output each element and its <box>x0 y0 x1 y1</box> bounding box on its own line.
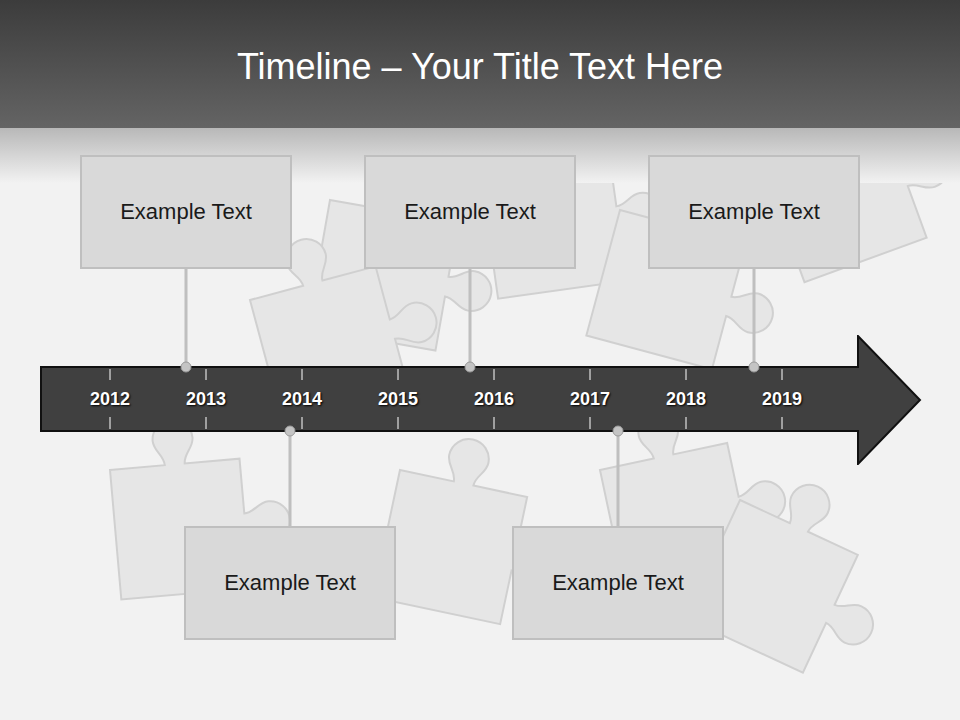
year-label: 2019 <box>734 389 830 410</box>
leader-line <box>465 269 475 372</box>
connector-path <box>753 269 756 367</box>
event-text: Example Text <box>552 570 684 596</box>
year-label: 2012 <box>62 389 158 410</box>
event-box: Example Text <box>364 155 576 269</box>
tick-mark <box>686 369 687 380</box>
connector-path <box>469 269 472 367</box>
tick-mark <box>398 417 399 429</box>
year-label: 2015 <box>350 389 446 410</box>
arrow-body <box>41 336 920 464</box>
year-row: 20122013201420152016201720182019 <box>62 367 830 431</box>
event-box: Example Text <box>80 155 292 269</box>
anchor-dot <box>613 426 623 436</box>
leader-line <box>181 269 191 372</box>
tick-mark <box>110 369 111 380</box>
year-label: 2018 <box>638 389 734 410</box>
connector-path <box>617 431 620 526</box>
event-text: Example Text <box>404 199 536 225</box>
event-box: Example Text <box>512 526 724 640</box>
event-box: Example Text <box>648 155 860 269</box>
tick-mark <box>302 417 303 429</box>
leader-line <box>285 426 295 526</box>
tick-mark <box>782 417 783 429</box>
event-text: Example Text <box>688 199 820 225</box>
anchor-dot <box>749 362 759 372</box>
event-box: Example Text <box>184 526 396 640</box>
event-text: Example Text <box>120 199 252 225</box>
tick-mark <box>590 369 591 380</box>
tick-mark <box>110 417 111 429</box>
anchor-dot <box>285 426 295 436</box>
tick-mark <box>302 369 303 380</box>
slide-title: Timeline – Your Title Text Here <box>0 42 960 92</box>
tick-mark <box>590 417 591 429</box>
year-label: 2014 <box>254 389 350 410</box>
year-label: 2016 <box>446 389 542 410</box>
header-band <box>0 0 960 128</box>
event-text: Example Text <box>224 570 356 596</box>
connector-path <box>289 431 292 526</box>
tick-mark <box>494 369 495 380</box>
year-label: 2017 <box>542 389 638 410</box>
tick-mark <box>398 369 399 380</box>
year-label: 2013 <box>158 389 254 410</box>
connector-path <box>185 269 188 367</box>
leader-line <box>749 269 759 372</box>
timeline-arrow: 20122013201420152016201720182019 <box>40 335 922 465</box>
anchor-dot <box>181 362 191 372</box>
leader-line <box>613 426 623 526</box>
tick-mark <box>686 417 687 429</box>
tick-mark <box>206 417 207 429</box>
tick-mark <box>782 369 783 380</box>
tick-mark <box>206 369 207 380</box>
anchor-dot <box>465 362 475 372</box>
tick-mark <box>494 417 495 429</box>
